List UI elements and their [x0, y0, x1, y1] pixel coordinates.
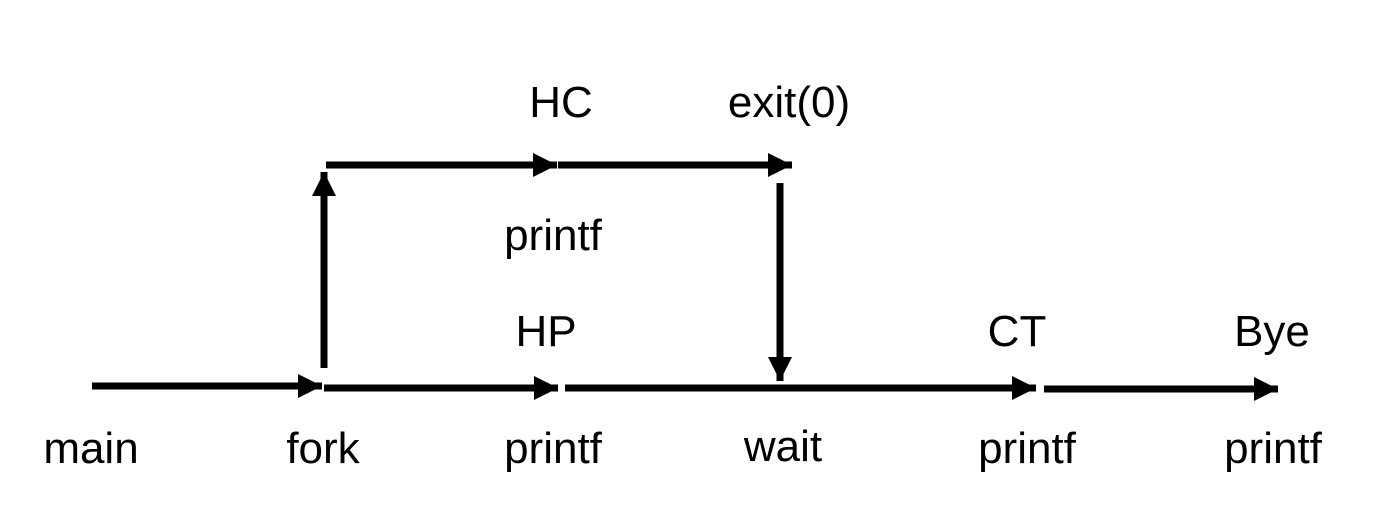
label-hp: HP	[515, 307, 577, 356]
label-exit: exit(0)	[727, 78, 851, 127]
label-bye: Bye	[1234, 307, 1310, 356]
label-hc: HC	[529, 78, 593, 127]
label-hp-printf: printf	[504, 424, 602, 473]
label-wait: wait	[743, 422, 823, 471]
label-main: main	[43, 424, 139, 473]
label-bye-printf: printf	[1224, 424, 1322, 473]
label-ct-printf: printf	[978, 424, 1076, 473]
label-ct: CT	[987, 307, 1047, 356]
label-hc-printf: printf	[504, 211, 602, 260]
label-fork: fork	[286, 424, 360, 473]
